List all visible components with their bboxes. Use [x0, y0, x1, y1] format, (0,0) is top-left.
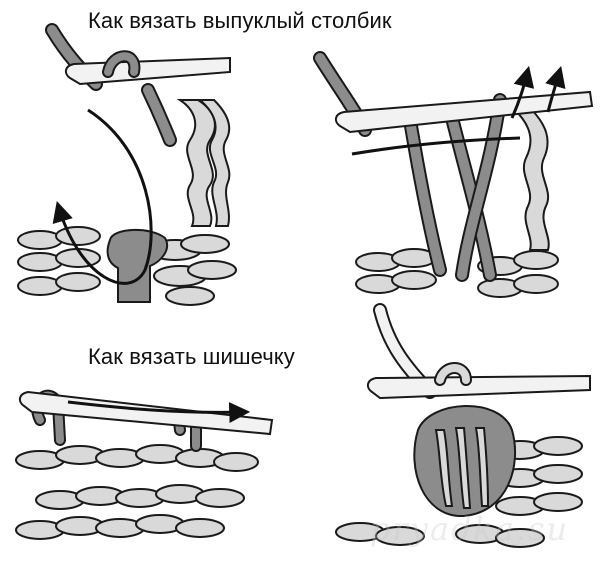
dark-loops [313, 51, 507, 282]
twisted-column [176, 99, 231, 227]
arrow-icon [67, 400, 251, 424]
panel-bobble-step-1 [15, 389, 274, 540]
arrow-icon [545, 65, 566, 113]
panel-raised-stitch-step-1 [17, 23, 237, 306]
heading-bobble-stitch: Как вязать шишечку [88, 344, 295, 369]
crochet-hook-icon [64, 56, 231, 86]
watermark: pryadka.su [370, 510, 570, 548]
twisted-column [512, 109, 550, 251]
dark-post-loop [106, 228, 169, 303]
panel-bobble-step-2 [335, 303, 591, 548]
panel-raised-stitch-step-2 [313, 51, 594, 298]
yarn-strand [351, 136, 521, 156]
arrow-icon [52, 108, 153, 285]
base-stitches [15, 444, 259, 540]
base-stitches [355, 248, 559, 298]
base-stitches [335, 436, 583, 548]
arrow-icon [510, 65, 535, 119]
crochet-hook-icon [334, 90, 594, 134]
crochet-hook-icon [366, 374, 591, 400]
heading-raised-stitch: Как вязать выпуклый столбик [88, 8, 392, 33]
